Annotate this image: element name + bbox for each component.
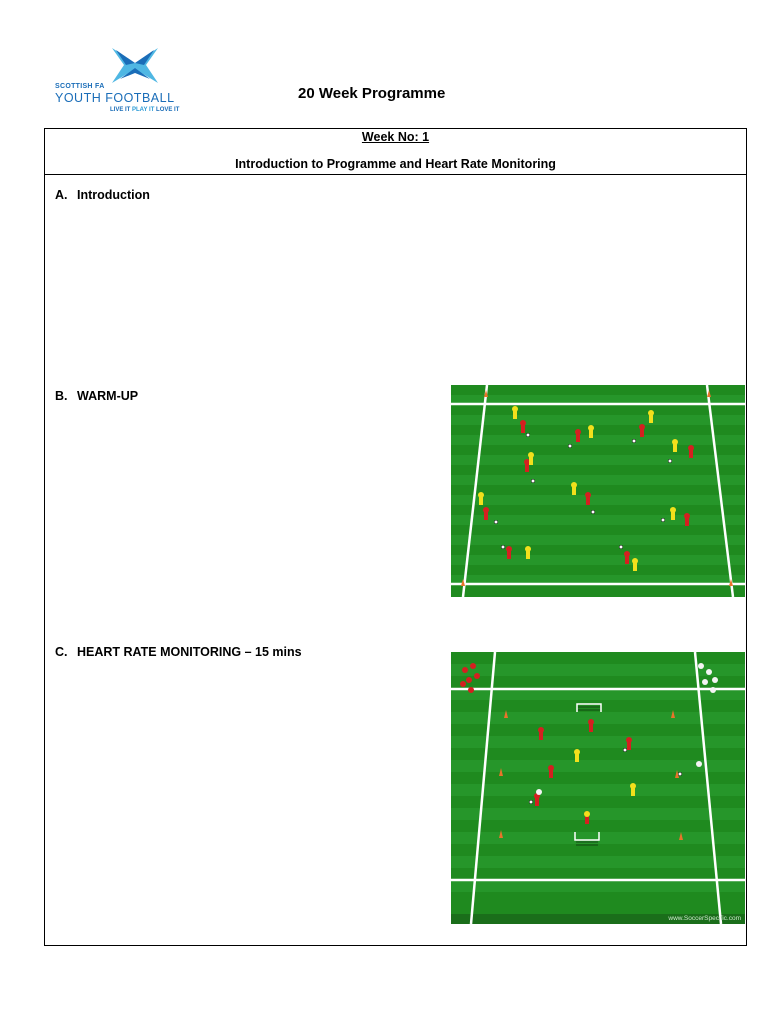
logo-x-icon <box>112 48 158 83</box>
section-introduction: A. Introduction <box>55 188 150 202</box>
heart-rate-pitch-diagram: www.SoccerSpecific.com <box>451 651 745 925</box>
diagram-credit: www.SoccerSpecific.com <box>668 915 741 922</box>
week-number: Week No: 1 <box>361 130 430 144</box>
logo-line2: YOUTH FOOTBALL <box>55 91 175 105</box>
heart-rate-pitch-svg <box>451 651 745 925</box>
warm-up-pitch-svg <box>451 384 745 598</box>
section-heart-rate: C. HEART RATE MONITORING – 15 mins <box>55 645 302 659</box>
section-warm-up: B. WARM-UP <box>55 389 138 403</box>
warm-up-pitch-diagram <box>451 384 745 598</box>
logo-tagline-b: PLAY IT <box>132 107 155 113</box>
logo-tagline-a: LIVE IT <box>110 107 131 113</box>
section-label: Introduction <box>77 188 150 202</box>
logo-line1: SCOTTISH FA <box>55 83 105 90</box>
section-label: HEART RATE MONITORING – 15 mins <box>77 645 302 659</box>
section-letter: C. <box>55 645 68 659</box>
section-letter: A. <box>55 188 68 202</box>
week-subtitle: Introduction to Programme and Heart Rate… <box>235 157 556 171</box>
section-letter: B. <box>55 389 68 403</box>
logo-tagline: LIVE IT PLAY IT LOVE IT <box>110 107 179 113</box>
section-label: WARM-UP <box>77 389 139 403</box>
page-title: 20 Week Programme <box>298 85 446 102</box>
table-header: Week No: 1 Introduction to Programme and… <box>45 129 746 175</box>
programme-table: Week No: 1 Introduction to Programme and… <box>44 128 747 946</box>
scottish-fa-youth-football-logo: SCOTTISH FA YOUTH FOOTBALL LIVE IT PLAY … <box>50 45 200 117</box>
logo-tagline-c: LOVE IT <box>156 107 180 113</box>
